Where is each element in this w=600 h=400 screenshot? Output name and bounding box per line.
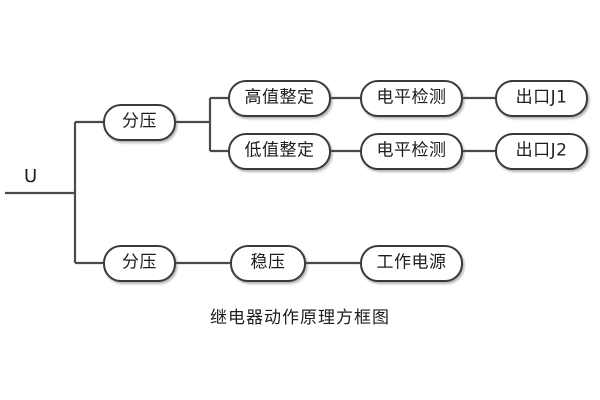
node-label-level-detect-2: 电平检测 [376, 140, 447, 161]
node-label-low-set: 低值整定 [244, 140, 315, 161]
diagram-caption: 继电器动作原理方框图 [210, 308, 390, 328]
input-voltage-label: U [24, 166, 38, 187]
node-power-supply[interactable]: 工作电源 [360, 245, 463, 282]
node-divider-bottom[interactable]: 分压 [103, 245, 176, 282]
node-high-set[interactable]: 高值整定 [228, 80, 331, 117]
node-label-level-detect-1: 电平检测 [376, 87, 447, 108]
node-level-detect-1[interactable]: 电平检测 [360, 80, 463, 117]
node-regulator[interactable]: 稳压 [230, 245, 306, 282]
node-divider-top[interactable]: 分压 [103, 104, 176, 141]
node-label-regulator: 稳压 [250, 252, 286, 273]
node-label-output-j1: 出口J1 [515, 87, 568, 108]
node-label-high-set: 高值整定 [244, 87, 315, 108]
node-label-divider-top: 分压 [122, 111, 157, 132]
node-label-output-j2: 出口J2 [515, 140, 568, 161]
node-label-power-supply: 工作电源 [376, 252, 447, 273]
node-label-divider-bottom: 分压 [122, 252, 157, 273]
node-level-detect-2[interactable]: 电平检测 [360, 133, 463, 170]
node-low-set[interactable]: 低值整定 [228, 133, 331, 170]
node-output-j2[interactable]: 出口J2 [495, 133, 588, 170]
node-output-j1[interactable]: 出口J1 [495, 80, 588, 117]
